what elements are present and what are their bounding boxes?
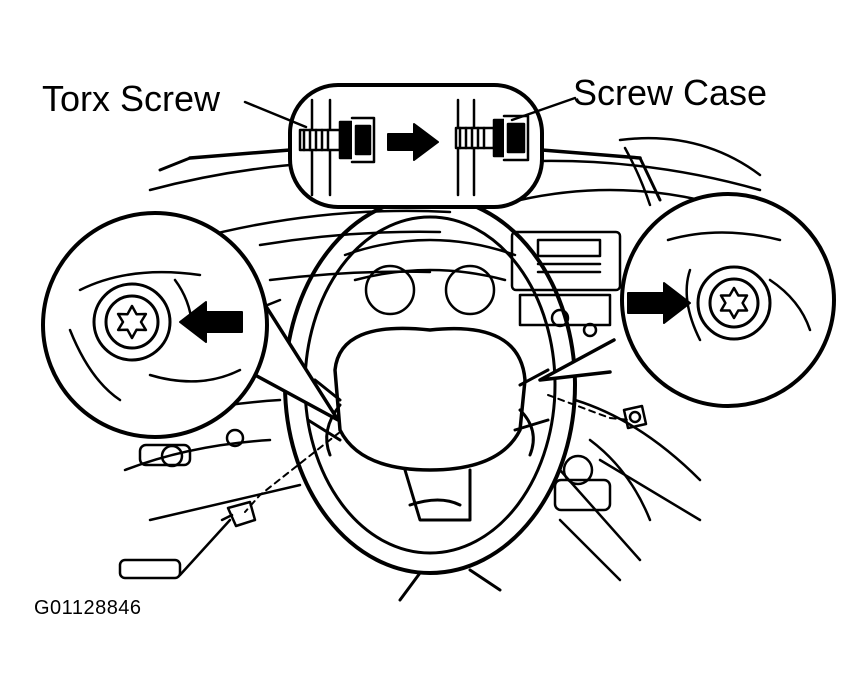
figure-code: G01128846 (34, 597, 142, 619)
torx-screw-after (454, 114, 530, 162)
torx-star-icon (116, 304, 148, 340)
inset-right (538, 192, 836, 408)
torx-screw-label: Torx Screw (42, 78, 221, 119)
torx-screw-leader (243, 100, 308, 129)
arrow-icon (179, 301, 243, 343)
dashboard (123, 136, 762, 582)
torx-star-icon (719, 286, 749, 320)
center-console (510, 230, 622, 338)
inset-left (41, 211, 340, 439)
steering-wheel (283, 195, 577, 602)
callout-arrow (387, 123, 439, 161)
instrument-cluster (343, 238, 517, 316)
loose-screw-left (220, 500, 257, 528)
arrow-icon (627, 282, 691, 324)
left-dash-details (118, 428, 612, 580)
screw-case-leader (510, 96, 577, 122)
loose-screw-right (622, 404, 648, 430)
torx-screw-before (298, 116, 376, 164)
screw-case-label: Screw Case (573, 72, 768, 113)
